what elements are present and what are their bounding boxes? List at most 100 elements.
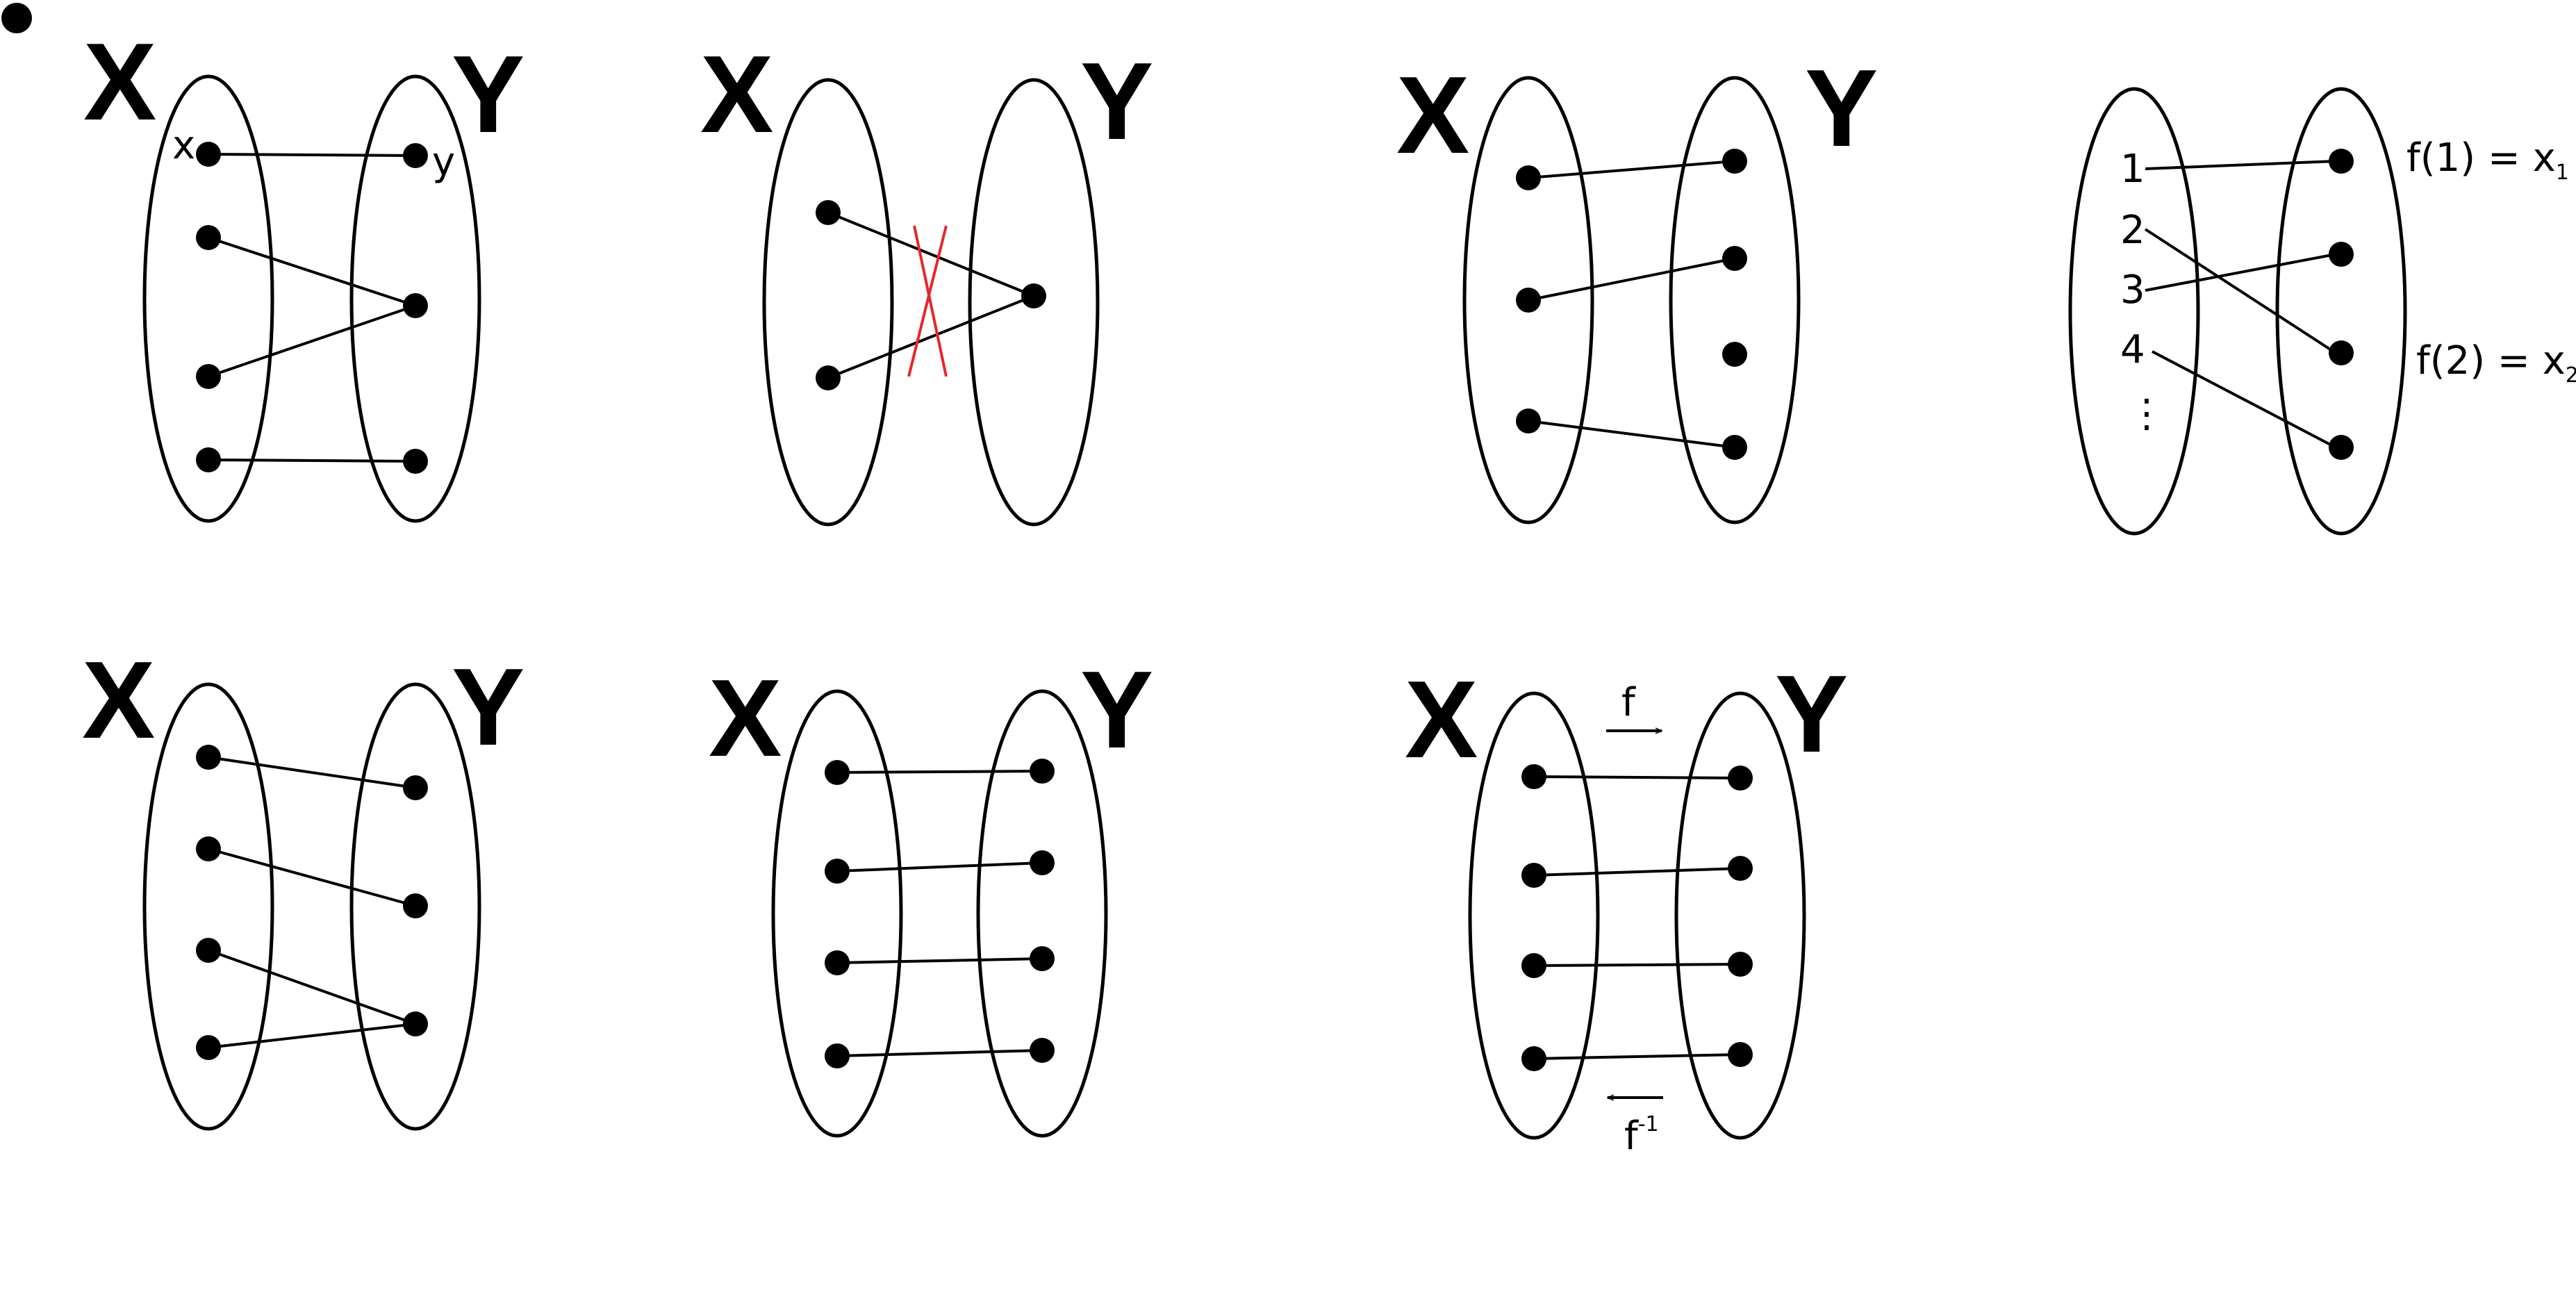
panel-6-codomain-set (976, 689, 1108, 1138)
panel-6-codomain-point (1030, 1038, 1055, 1063)
panel-5-domain-point (196, 1035, 221, 1060)
panel-7-domain-point (1521, 1046, 1546, 1071)
panel-5-codomain-point (403, 775, 428, 800)
panel-5-domain-point (196, 938, 221, 963)
panel-7-x-label: X (1405, 659, 1478, 781)
panel-6-edge (836, 861, 1043, 873)
panel-not-a-function: X Y (700, 33, 1153, 527)
panel-2-domain-point (816, 200, 841, 225)
panel-5-x-label: X (82, 639, 155, 761)
panel-1-domain-set (142, 74, 274, 523)
panel-4-arrow (2145, 254, 2336, 292)
panel-1-point-x-label: x (172, 123, 195, 168)
panel-surjection: X Y (82, 639, 525, 1131)
panel-3-edge (1528, 257, 1735, 301)
panel-enumeration: 1 2 3 4 ⋮ f(1) = x1 f(2) = x2 (2068, 87, 2576, 536)
panel-4-codomain-point (2329, 242, 2354, 267)
panel-1-domain-point (196, 225, 221, 250)
panel-relation-many-to-one: X Y x y (83, 21, 525, 523)
panel-6-edge (836, 1049, 1043, 1057)
panel-4-ellipsis: ⋮ (2127, 391, 2166, 436)
panel-2-red-cross-stroke (913, 225, 948, 377)
panel-7-codomain-point (1728, 856, 1753, 881)
panel-4-number-2: 2 (2120, 208, 2145, 253)
panel-6-codomain-point (1030, 946, 1055, 971)
panel-4-number-1: 1 (2120, 147, 2145, 192)
panel-5-y-label: Y (452, 646, 525, 768)
panel-bijection-with-inverse: X Y f f-1 (1405, 653, 1848, 1159)
panel-1-edge (208, 458, 416, 463)
panel-1-edge (208, 304, 416, 378)
panel-7-edge (1533, 963, 1741, 967)
panel-1-codomain-point (403, 143, 428, 168)
panel-2-codomain-point (1021, 283, 1046, 308)
panel-1-edge (208, 153, 416, 157)
panel-4-arrow (2144, 228, 2336, 354)
panel-1-domain-point (196, 447, 221, 472)
panel-1-codomain-set (349, 74, 481, 523)
panel-7-domain-point (1521, 953, 1546, 978)
panel-7-edge (1533, 867, 1741, 877)
panel-5-edge (208, 848, 416, 907)
panel-6-codomain-point (1030, 850, 1055, 875)
panel-3-codomain-point (1722, 246, 1747, 271)
panel-4-annotation-f1: f(1) = x1 (2406, 135, 2569, 185)
panel-5-codomain-point (403, 1011, 428, 1036)
panel-1-domain-point (196, 364, 221, 389)
panel-3-domain-set (1462, 76, 1594, 524)
panel-7-codomain-point (1728, 766, 1753, 791)
panel-1-x-label: X (83, 21, 156, 143)
panel-5-domain-point (196, 836, 221, 861)
panel-3-edge (1528, 420, 1735, 449)
panel-6-domain-point (825, 760, 850, 785)
panel-1-codomain-point (403, 293, 428, 318)
panel-4-domain-set (2068, 87, 2200, 536)
panel-4-number-3: 3 (2120, 267, 2145, 313)
panel-1-domain-point (196, 142, 221, 167)
panel-2-edge (827, 211, 1034, 297)
panel-5-edge (208, 949, 416, 1025)
panel-2-red-cross-stroke (907, 225, 948, 377)
panel-4-codomain-set (2275, 87, 2407, 536)
panel-7-f-label: f (1621, 680, 1636, 725)
panel-7-codomain-point (1728, 1042, 1753, 1067)
panel-6-domain-point (825, 950, 850, 975)
panel-3-domain-point (1516, 165, 1541, 190)
panel-5-codomain-set (349, 682, 481, 1131)
panel-3-x-label: X (1396, 54, 1469, 176)
panel-7-domain-point (1521, 863, 1546, 888)
panel-2-codomain-set (968, 78, 1100, 527)
panel-1-edge (208, 236, 416, 307)
panel-4-codomain-point (2329, 435, 2354, 460)
panel-7-codomain-set (1674, 691, 1806, 1140)
panel-3-y-label: Y (1805, 47, 1878, 170)
panel-4-annotation-f2: f(2) = x2 (2416, 338, 2576, 388)
bullet-dot (1, 3, 32, 33)
panel-4-codomain-point (2329, 340, 2354, 365)
panel-5-domain-set (142, 682, 274, 1131)
panel-6-x-label: X (709, 657, 782, 779)
panel-7-edge (1533, 1053, 1741, 1060)
panel-7-domain-set (1468, 691, 1600, 1140)
panel-5-codomain-point (403, 893, 428, 918)
panel-3-domain-point (1516, 288, 1541, 313)
panel-7-edge (1533, 775, 1741, 779)
panel-3-codomain-set (1669, 76, 1801, 524)
panel-2-domain-point (816, 365, 841, 390)
panel-4-arrow (2152, 350, 2336, 449)
panel-7-codomain-point (1728, 952, 1753, 977)
panel-7-domain-point (1521, 764, 1546, 789)
panel-6-domain-set (771, 689, 903, 1138)
panel-3-codomain-point (1722, 342, 1747, 367)
panel-4-number-4: 4 (2120, 327, 2145, 372)
panel-1-point-y-label: y (432, 140, 455, 185)
panel-3-edge (1528, 160, 1735, 179)
panel-7-finv-label: f-1 (1624, 1112, 1659, 1159)
panel-injection: X Y (1396, 47, 1878, 524)
panel-4-codomain-point (2329, 149, 2354, 174)
panel-6-y-label: Y (1080, 649, 1153, 771)
panel-3-codomain-point (1722, 435, 1747, 460)
panel-6-domain-point (825, 859, 850, 884)
panel-2-x-label: X (700, 33, 773, 156)
